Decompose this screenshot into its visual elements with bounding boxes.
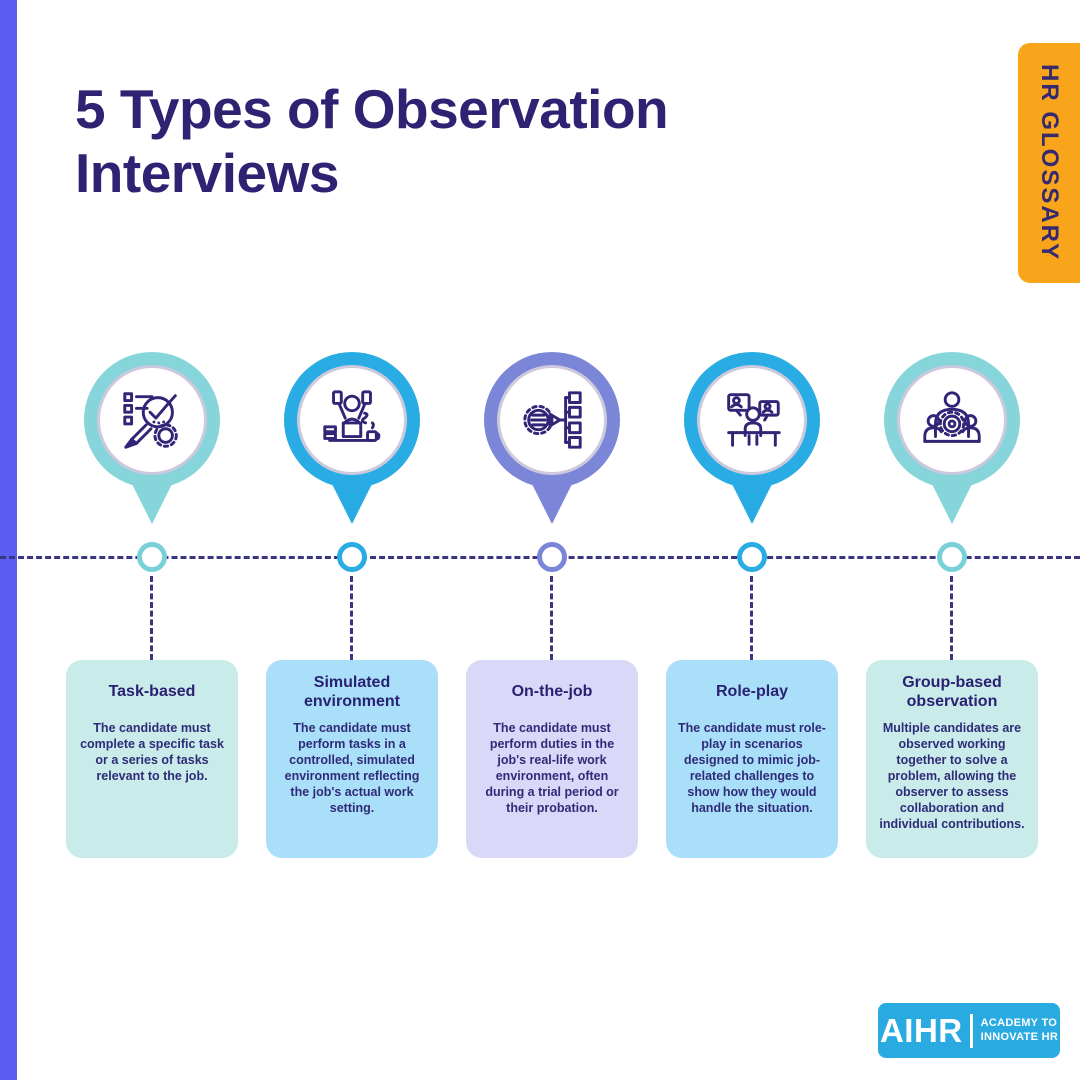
hr-glossary-badge-label: HR GLOSSARY bbox=[1036, 64, 1063, 262]
aihr-tagline-line1: ACADEMY TO bbox=[980, 1016, 1058, 1029]
connector-dashed-line bbox=[150, 576, 153, 660]
card-task-based: Task-based The candidate must complete a… bbox=[66, 660, 238, 858]
card-description: Multiple candidates are observed working… bbox=[879, 721, 1025, 831]
pin-inner-circle bbox=[497, 365, 607, 475]
aihr-tagline-line2: INNOVATE HR bbox=[980, 1030, 1059, 1043]
pin-group-based-observation bbox=[884, 352, 1020, 528]
multitasking-person-icon bbox=[323, 390, 381, 442]
timeline-node-4 bbox=[737, 542, 767, 572]
card-group-based-observation: Group-based observation Multiple candida… bbox=[866, 660, 1038, 858]
card-description: The candidate must perform tasks in a co… bbox=[284, 721, 420, 815]
pin-inner-circle bbox=[697, 365, 807, 475]
pin-circle bbox=[284, 352, 420, 488]
group-gear-icon bbox=[923, 391, 981, 443]
gear-pencil-orgchart-icon bbox=[523, 391, 582, 449]
pin-tail bbox=[329, 478, 375, 524]
pin-tail bbox=[929, 478, 975, 524]
connector-dashed-line bbox=[950, 576, 953, 660]
card-title: Role-play bbox=[715, 683, 788, 701]
roleplay-discussion-icon bbox=[727, 393, 781, 447]
pin-inner-circle bbox=[897, 365, 1007, 475]
timeline-node-3 bbox=[537, 542, 567, 572]
page-title: 5 Types of Observation Interviews bbox=[75, 78, 669, 204]
left-accent-bar bbox=[0, 0, 17, 1080]
card-title: Simulated environment bbox=[303, 673, 400, 710]
timeline-node-1 bbox=[137, 542, 167, 572]
card-description: The candidate must role-play in scenario… bbox=[678, 721, 826, 815]
pin-inner-circle bbox=[297, 365, 407, 475]
aihr-logo-tagline: ACADEMY TO INNOVATE HR bbox=[981, 1017, 1058, 1045]
pin-circle bbox=[884, 352, 1020, 488]
card-title: Group-based observation bbox=[902, 673, 1002, 710]
card-simulated-environment: Simulated environment The candidate must… bbox=[266, 660, 438, 858]
magnifier-checklist-icon bbox=[123, 392, 178, 449]
card-description: The candidate must complete a specific t… bbox=[80, 721, 224, 783]
pin-circle bbox=[484, 352, 620, 488]
hr-glossary-badge: HR GLOSSARY bbox=[1018, 43, 1080, 283]
timeline-node-5 bbox=[937, 542, 967, 572]
timeline-node-2 bbox=[337, 542, 367, 572]
pin-on-the-job bbox=[484, 352, 620, 528]
card-description: The candidate must perform duties in the… bbox=[485, 721, 619, 815]
pin-task-based bbox=[84, 352, 220, 528]
pin-tail bbox=[129, 478, 175, 524]
pin-role-play bbox=[684, 352, 820, 528]
pin-circle bbox=[84, 352, 220, 488]
pin-inner-circle bbox=[97, 365, 207, 475]
aihr-logo-text: AIHR bbox=[879, 1011, 963, 1049]
pin-tail bbox=[729, 478, 775, 524]
card-on-the-job: On-the-job The candidate must perform du… bbox=[466, 660, 638, 858]
pin-tail bbox=[529, 478, 575, 524]
card-role-play: Role-play The candidate must role-play i… bbox=[666, 660, 838, 858]
pin-circle bbox=[684, 352, 820, 488]
connector-dashed-line bbox=[550, 576, 553, 660]
aihr-logo: AIHR ACADEMY TO INNOVATE HR bbox=[878, 1003, 1060, 1058]
connector-dashed-line bbox=[750, 576, 753, 660]
aihr-logo-divider bbox=[969, 1013, 973, 1048]
card-title: Task-based bbox=[108, 683, 196, 701]
connector-dashed-line bbox=[350, 576, 353, 660]
pin-simulated-environment bbox=[284, 352, 420, 528]
card-title: On-the-job bbox=[511, 683, 593, 701]
